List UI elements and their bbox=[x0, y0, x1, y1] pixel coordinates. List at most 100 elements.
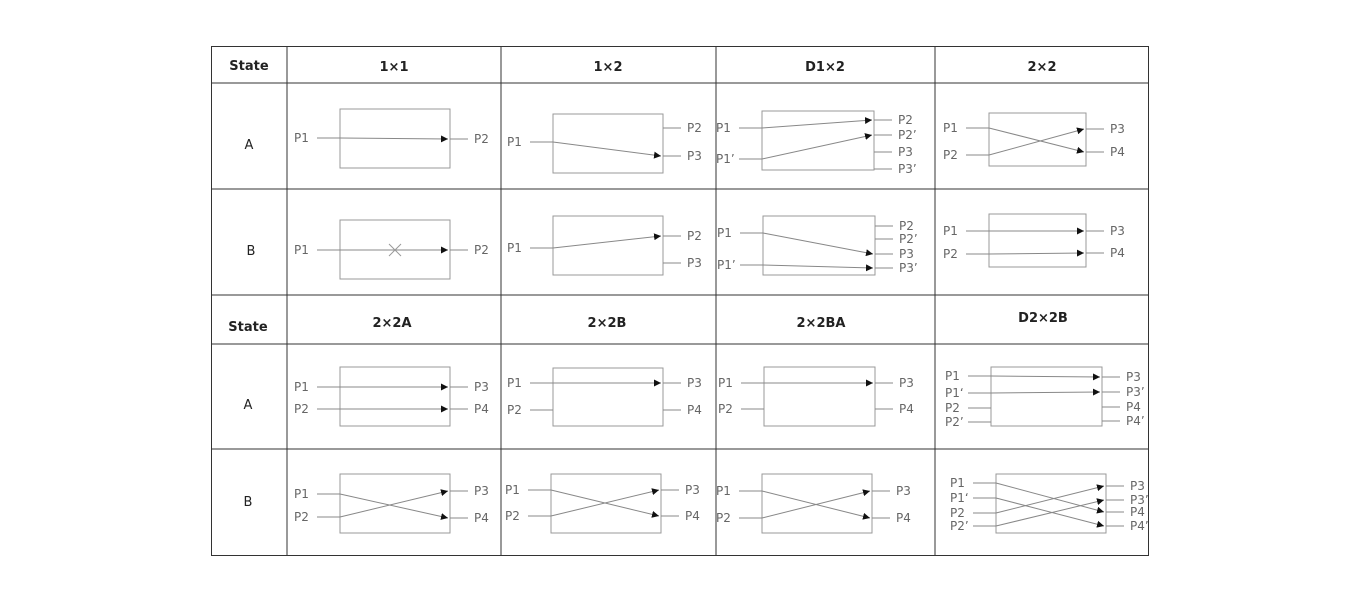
input-port-label: P1 bbox=[294, 243, 309, 257]
col-header-d1x2: D1×2 bbox=[805, 60, 845, 75]
output-port-label: P4 bbox=[1110, 246, 1125, 260]
output-port-label: P3 bbox=[687, 376, 702, 390]
light-path bbox=[761, 133, 873, 160]
light-path bbox=[550, 488, 660, 517]
col-header-d2x2b: D2×2B bbox=[1018, 311, 1068, 326]
input-port-label: P1 bbox=[507, 241, 522, 255]
switch-box bbox=[995, 473, 1107, 534]
input-port-label: P1 bbox=[294, 380, 309, 394]
output-port-label: P2 bbox=[898, 113, 913, 127]
output-port-label: P2 bbox=[899, 219, 914, 233]
input-port-label: P1 bbox=[717, 226, 732, 240]
col-header-2x2b: 2×2B bbox=[588, 316, 627, 331]
input-port-label: P1 bbox=[505, 483, 520, 497]
switch-box bbox=[761, 473, 873, 534]
output-port-label: P4’ bbox=[1130, 519, 1149, 533]
input-port-label: P1‘ bbox=[950, 491, 969, 505]
col-header-1x1: 1×1 bbox=[380, 60, 409, 75]
light-path bbox=[762, 264, 874, 272]
output-port-label: P4 bbox=[474, 402, 489, 416]
input-port-label: P2 bbox=[716, 511, 731, 525]
switch-box bbox=[988, 213, 1087, 268]
output-port-label: P4 bbox=[1126, 400, 1141, 414]
output-port-label: P3 bbox=[1110, 122, 1125, 136]
input-port-label: P1 bbox=[294, 487, 309, 501]
input-port-label: P2 bbox=[505, 509, 520, 523]
input-port-label: P2 bbox=[507, 403, 522, 417]
switch-box bbox=[552, 215, 664, 276]
input-port-label: P1 bbox=[716, 484, 731, 498]
output-port-label: P4’ bbox=[1126, 414, 1145, 428]
output-port-label: P3 bbox=[1126, 370, 1141, 384]
light-path bbox=[762, 232, 874, 257]
output-port-label: P4 bbox=[687, 403, 702, 417]
light-path bbox=[761, 117, 873, 129]
light-path bbox=[761, 489, 871, 519]
output-port-label: P3 bbox=[899, 247, 914, 261]
row-label-b-top: B bbox=[247, 244, 256, 259]
light-path bbox=[990, 388, 1101, 396]
output-port-label: P3 bbox=[1130, 479, 1145, 493]
output-port-label: P3 bbox=[896, 484, 911, 498]
input-port-label: P2 bbox=[950, 506, 965, 520]
switch-box bbox=[552, 367, 664, 427]
input-port-label: P1 bbox=[716, 121, 731, 135]
row-label-a-bottom: A bbox=[244, 398, 253, 413]
output-port-label: P3 bbox=[474, 484, 489, 498]
output-port-label: P4 bbox=[896, 511, 911, 525]
output-port-label: P3 bbox=[899, 376, 914, 390]
output-port-label: P3 bbox=[687, 149, 702, 163]
switch-box bbox=[339, 473, 451, 534]
blocked-mark bbox=[388, 243, 402, 257]
light-path bbox=[995, 484, 1105, 514]
input-port-label: P2 bbox=[943, 148, 958, 162]
input-port-label: P1 bbox=[507, 376, 522, 390]
switch-cell-1x1-b: P1 P2 bbox=[294, 219, 489, 280]
input-port-label: P1 bbox=[294, 131, 309, 145]
state-header-bottom: State bbox=[228, 320, 268, 335]
table-grid bbox=[211, 46, 1149, 556]
input-port-label: P2’ bbox=[950, 519, 969, 533]
row-label-a-top: A bbox=[245, 138, 254, 153]
input-port-label: P1 bbox=[718, 376, 733, 390]
state-header-top: State bbox=[229, 59, 269, 74]
input-port-label: P2 bbox=[294, 402, 309, 416]
output-port-label: P2 bbox=[474, 243, 489, 257]
output-port-label: P2’ bbox=[898, 128, 917, 142]
switch-box bbox=[762, 215, 876, 276]
light-path bbox=[552, 233, 662, 249]
input-port-label: P2 bbox=[943, 247, 958, 261]
col-header-2x2: 2×2 bbox=[1028, 60, 1057, 75]
input-port-label: P2 bbox=[294, 510, 309, 524]
switch-box bbox=[990, 366, 1103, 427]
light-path bbox=[990, 373, 1101, 381]
input-port-label: P2 bbox=[718, 402, 733, 416]
switch-box bbox=[550, 473, 662, 534]
switch-box bbox=[763, 366, 876, 427]
input-port-label: P1 bbox=[507, 135, 522, 149]
row-label-b-bottom: B bbox=[244, 495, 253, 510]
output-port-label: P3’ bbox=[899, 261, 918, 275]
light-path bbox=[988, 127, 1085, 156]
output-port-label: P3’ bbox=[898, 162, 917, 176]
input-port-label: P1 bbox=[950, 476, 965, 490]
input-port-label: P1‘ bbox=[945, 386, 964, 400]
switch-box bbox=[552, 113, 664, 174]
output-port-label: P2 bbox=[687, 229, 702, 243]
output-port-label: P3’ bbox=[1126, 385, 1145, 399]
input-port-label: P2’ bbox=[945, 415, 964, 429]
output-port-label: P3 bbox=[685, 483, 700, 497]
